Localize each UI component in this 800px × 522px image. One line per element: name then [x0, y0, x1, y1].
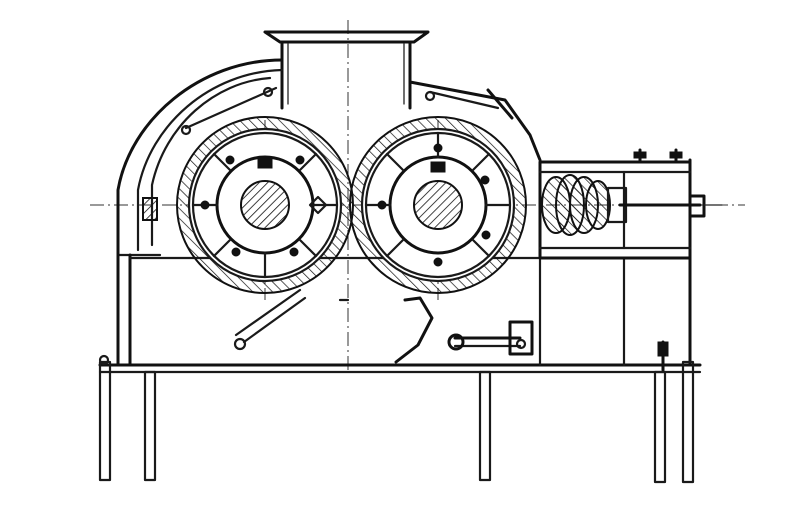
compression-spring: [541, 174, 723, 236]
discharge-chute: [233, 288, 434, 364]
right-roll: [349, 116, 527, 294]
left-curved-cover: [116, 58, 284, 257]
left-roll: [176, 116, 354, 294]
feed-hopper: [263, 30, 430, 110]
right-cover: [408, 80, 542, 162]
support-legs: [98, 340, 695, 484]
adjustment-lever: [447, 320, 534, 356]
